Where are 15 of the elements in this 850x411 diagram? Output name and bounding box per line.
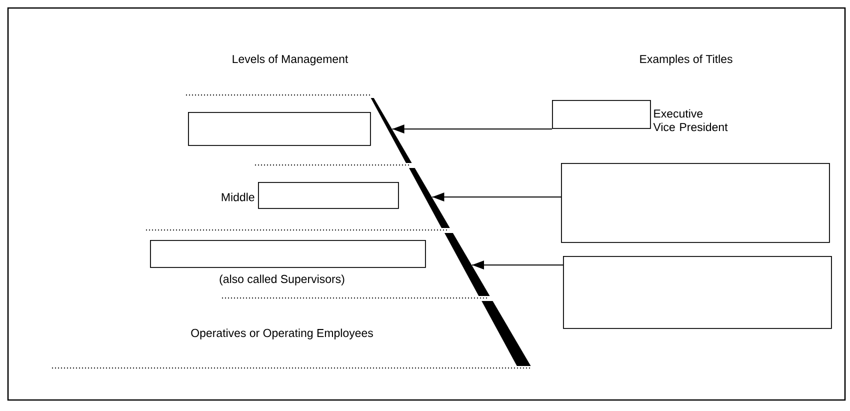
fill-in-box bbox=[188, 112, 371, 146]
tier-label: (also called Supervisors) bbox=[220, 274, 344, 286]
tier-label: Middle bbox=[222, 192, 254, 202]
title-text: Executive Vice President bbox=[653, 109, 728, 132]
fill-in-box bbox=[258, 182, 399, 209]
tier-label: Operatives or Operating Employees bbox=[191, 328, 373, 340]
arrow bbox=[472, 260, 564, 270]
column-heading: Levels of Management bbox=[232, 54, 348, 66]
pyramid-tier bbox=[186, 94, 412, 163]
fill-in-box bbox=[563, 256, 832, 329]
column-heading: Examples of Titles bbox=[640, 54, 732, 66]
arrow bbox=[392, 124, 552, 134]
fill-in-box bbox=[561, 163, 830, 243]
fill-in-box bbox=[150, 240, 426, 268]
arrow bbox=[432, 192, 562, 202]
